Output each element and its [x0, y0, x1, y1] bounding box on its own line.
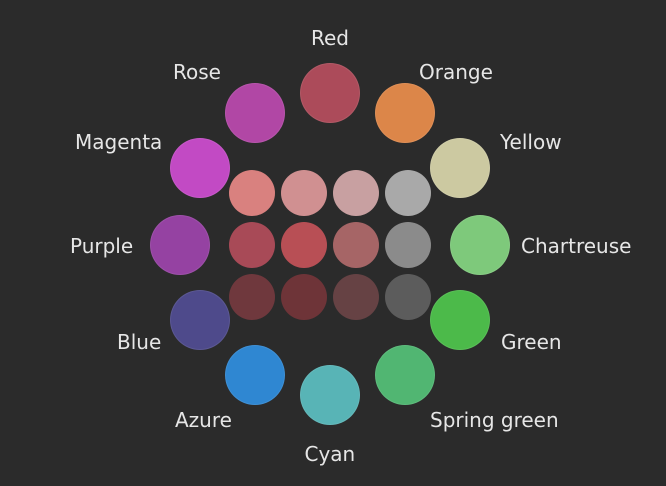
swatch-purple[interactable] [150, 215, 210, 275]
label-orange: Orange [419, 60, 493, 84]
swatch-blue[interactable] [170, 290, 230, 350]
swatch-magenta[interactable] [170, 138, 230, 198]
label-magenta: Magenta [75, 130, 163, 154]
shade-swatch-r1-c1[interactable] [229, 170, 275, 216]
swatch-red[interactable] [300, 63, 360, 123]
shade-swatch-r3-c1[interactable] [229, 274, 275, 320]
shade-swatch-r2-c1[interactable] [229, 222, 275, 268]
swatch-yellow[interactable] [430, 138, 490, 198]
shade-swatch-r1-c3[interactable] [333, 170, 379, 216]
label-red: Red [311, 26, 349, 50]
swatch-cyan[interactable] [300, 365, 360, 425]
shade-swatch-r2-c3[interactable] [333, 222, 379, 268]
label-yellow: Yellow [500, 130, 562, 154]
shade-swatch-r1-c2[interactable] [281, 170, 327, 216]
shade-swatch-r3-c2[interactable] [281, 274, 327, 320]
swatch-azure[interactable] [225, 345, 285, 405]
shade-swatch-r3-c3[interactable] [333, 274, 379, 320]
label-rose: Rose [173, 60, 221, 84]
label-blue: Blue [117, 330, 162, 354]
label-spring-green: Spring green [430, 408, 559, 432]
swatch-rose[interactable] [225, 83, 285, 143]
swatch-orange[interactable] [375, 83, 435, 143]
shade-swatch-r3-c4[interactable] [385, 274, 431, 320]
label-cyan: Cyan [304, 442, 356, 466]
shade-swatch-r2-c2[interactable] [281, 222, 327, 268]
label-azure: Azure [175, 408, 232, 432]
label-green: Green [501, 330, 562, 354]
shade-swatch-r1-c4[interactable] [385, 170, 431, 216]
shade-swatch-r2-c4[interactable] [385, 222, 431, 268]
label-chartreuse: Chartreuse [521, 234, 632, 258]
label-purple: Purple [70, 234, 134, 258]
swatch-green[interactable] [430, 290, 490, 350]
swatch-spring-green[interactable] [375, 345, 435, 405]
swatch-chartreuse[interactable] [450, 215, 510, 275]
